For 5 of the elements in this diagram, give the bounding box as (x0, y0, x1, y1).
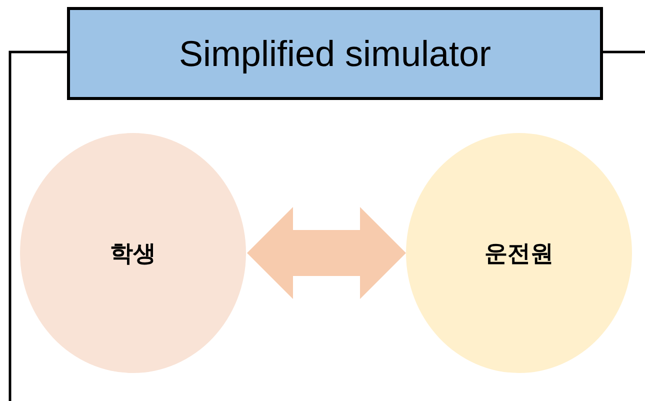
title-box (67, 7, 603, 100)
node-label: 운전원 (484, 240, 554, 268)
double-arrow (247, 207, 406, 299)
title-text: Simplified simulator (178, 32, 492, 74)
node-label: 학생 (110, 240, 156, 268)
